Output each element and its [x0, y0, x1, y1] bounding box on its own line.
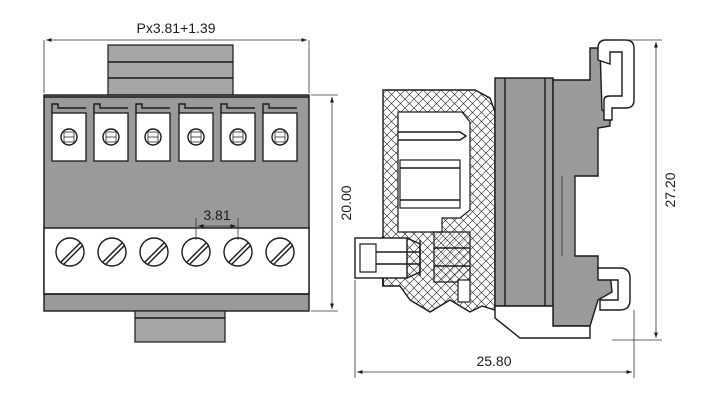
dimension-overall-width: Px3.81+1.39: [43, 20, 310, 93]
screw-6: [265, 237, 295, 267]
dimension-pitch-label: 3.81: [203, 207, 230, 223]
screw-3: [139, 237, 169, 267]
screw-2: [97, 237, 127, 267]
dimension-side-height: 27.20: [612, 39, 678, 341]
dimension-front-height: 20.00: [311, 94, 354, 312]
terminal-entry-1: [51, 103, 87, 162]
screw-heads: [55, 237, 295, 267]
terminal-entry-3: [135, 103, 171, 162]
dimension-side-depth-label: 25.80: [476, 353, 511, 369]
dimension-side-height-label: 27.20: [662, 172, 678, 207]
side-plug: [354, 237, 421, 279]
front-view: Px3.81+1.39 3.81 20.00: [43, 20, 354, 343]
dimension-front-height-label: 20.00: [338, 185, 354, 220]
dimension-pitch: 3.81: [195, 207, 239, 240]
dimension-overall-width-label: Px3.81+1.39: [136, 20, 215, 36]
screw-5: [223, 237, 253, 267]
side-plate: [494, 77, 554, 307]
din-clip: [597, 39, 635, 311]
terminal-entry-4: [178, 103, 214, 162]
side-view: 27.20 25.80: [354, 39, 678, 378]
top-latch: [107, 44, 234, 96]
side-bottom: [494, 305, 591, 339]
side-housing: [382, 89, 496, 313]
terminal-entries: [51, 103, 298, 162]
terminal-entry-2: [93, 103, 129, 162]
bottom-foot: [134, 310, 226, 343]
screw-4: [181, 237, 211, 267]
dimension-side-depth: 25.80: [354, 280, 635, 378]
screw-1: [55, 237, 85, 267]
terminal-entry-6: [262, 103, 298, 162]
din-rail-adapter: [552, 47, 613, 327]
terminal-entry-5: [220, 103, 256, 162]
